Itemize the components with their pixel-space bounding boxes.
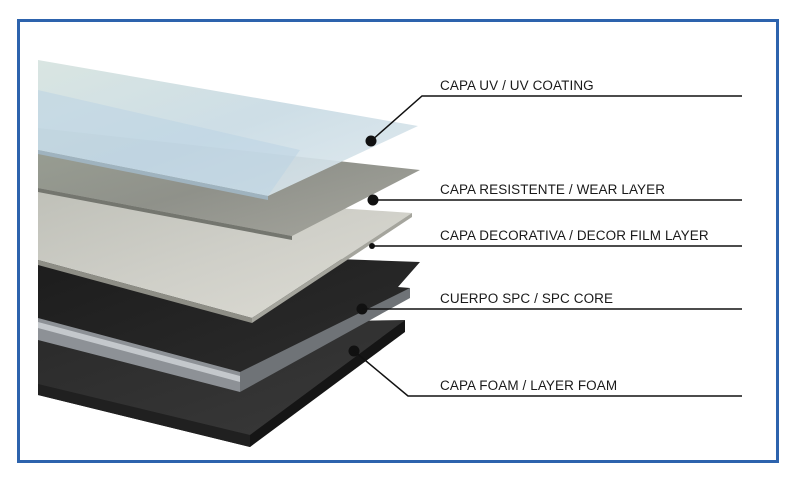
leader-decor <box>369 243 742 249</box>
label-uv-coating: CAPA UV / UV COATING <box>440 78 594 93</box>
leader-foam <box>348 345 742 397</box>
label-wear-layer: CAPA RESISTENTE / WEAR LAYER <box>440 182 666 197</box>
label-layer-foam: CAPA FOAM / LAYER FOAM <box>440 378 618 393</box>
leader-wear <box>367 194 742 206</box>
leader-uv <box>365 95 742 147</box>
uv-coating-layer <box>38 60 418 200</box>
label-decor-film-layer: CAPA DECORATIVA / DECOR FILM LAYER <box>440 228 709 243</box>
leader-spc <box>356 303 742 315</box>
label-spc-core: CUERPO SPC / SPC CORE <box>440 291 614 306</box>
